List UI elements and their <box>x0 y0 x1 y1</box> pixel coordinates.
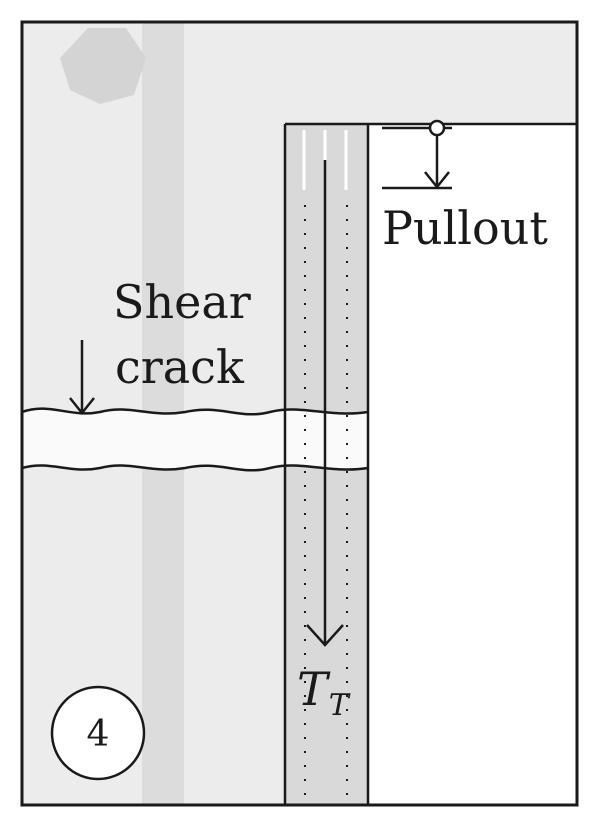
aggregate-shape <box>60 28 146 104</box>
stage-number: 4 <box>87 714 110 755</box>
shear-crack-label-line1: Shear <box>113 275 251 329</box>
crack-edge-top <box>21 407 369 416</box>
open-region <box>368 124 577 805</box>
shear-crack-gap <box>22 408 368 470</box>
tension-arrow-head <box>306 624 344 647</box>
pullout-node <box>428 119 446 137</box>
crack-edge-bottom <box>21 464 369 472</box>
outer-frame <box>20 20 579 807</box>
shear-crack-arrow-head <box>69 397 95 416</box>
pullout-label: Pullout <box>382 201 548 255</box>
stage-number-circle <box>50 685 146 781</box>
tension-label: TT <box>297 662 351 723</box>
pullout-arrow-head <box>424 171 450 190</box>
shear-crack-label-line2: crack <box>115 340 245 394</box>
